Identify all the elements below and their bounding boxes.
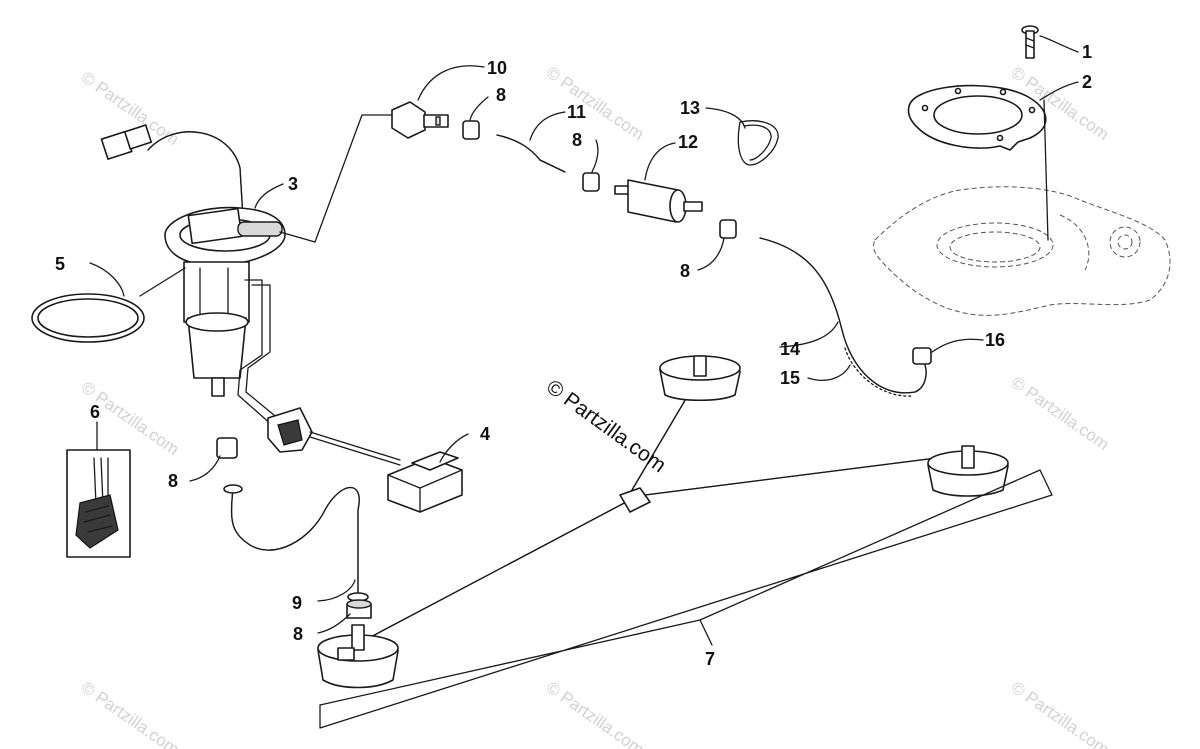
part-8-clamp (462, 120, 480, 140)
part-8-clamp (719, 219, 737, 239)
callout-1: 1 (1082, 42, 1092, 62)
callout-labels: 1 2 3 4 5 6 7 8 8 8 8 8 9 10 11 12 13 14… (55, 42, 1092, 669)
part-4-connector (387, 451, 463, 513)
callout-10: 10 (487, 58, 507, 78)
part-8-clamp (582, 172, 600, 192)
part-10-quick-connector (391, 101, 449, 139)
callout-5: 5 (55, 254, 65, 274)
callout-4: 4 (480, 424, 490, 444)
part-15-sleeve (844, 347, 913, 397)
leader-lines (89, 35, 1079, 646)
part-9-hose (216, 437, 372, 619)
fuel-tank-outline (873, 186, 1171, 316)
copyright-text: © Partzilla.com (542, 375, 670, 477)
callout-7: 7 (705, 649, 715, 669)
part-3-fuel-pump (100, 124, 401, 466)
callout-2: 2 (1082, 72, 1092, 92)
part-16-clamp (912, 347, 932, 365)
callout-3: 3 (288, 174, 298, 194)
part-13-clip (737, 120, 779, 166)
part-2-flange (907, 84, 1047, 151)
callout-13: 13 (680, 98, 700, 118)
part-14-hose (759, 237, 927, 394)
callout-6: 6 (90, 402, 100, 422)
callout-8: 8 (680, 261, 690, 281)
callout-8: 8 (168, 471, 178, 491)
callout-16: 16 (985, 330, 1005, 350)
callout-8: 8 (496, 85, 506, 105)
callout-8: 8 (293, 624, 303, 644)
watermark: © Partzilla.com (543, 678, 648, 749)
watermark: © Partzilla.com (1008, 678, 1113, 749)
part-11-hose (496, 134, 566, 173)
part-6-connector-box (66, 449, 131, 558)
watermark: © Partzilla.com (543, 63, 648, 144)
callout-9: 9 (292, 593, 302, 613)
watermark: © Partzilla.com (78, 678, 183, 749)
part-7-pickup-assembly (317, 355, 1053, 729)
part-5-o-ring (31, 293, 145, 343)
callout-8: 8 (572, 130, 582, 150)
part-1-bolt (1021, 25, 1039, 59)
callout-11: 11 (567, 102, 586, 122)
callout-14: 14 (780, 339, 800, 359)
watermark: © Partzilla.com (1008, 373, 1113, 454)
callout-15: 15 (780, 368, 800, 388)
part-12-fuel-filter (614, 179, 703, 223)
callout-12: 12 (678, 132, 698, 152)
